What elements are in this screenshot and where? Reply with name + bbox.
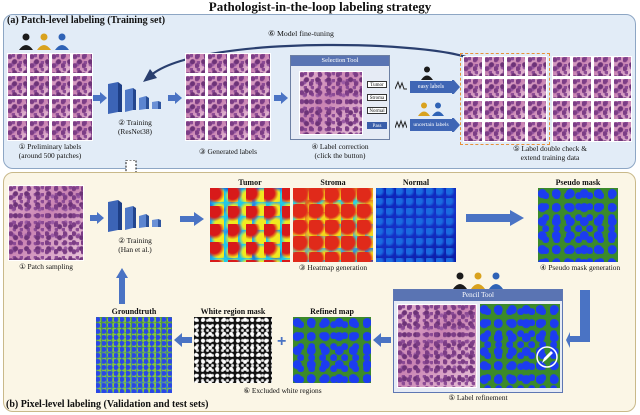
refined-map-image <box>293 317 371 383</box>
preliminary-caption-line1: ① Preliminary labels <box>18 142 82 151</box>
heatmap-tumor-label: Tumor <box>238 178 262 187</box>
panel-a-title: (a) Patch-level labeling (Training set) <box>7 15 166 26</box>
selection-tool-title: Selection Tool <box>291 56 389 66</box>
correction-line1: ④ Label correction <box>311 142 369 151</box>
training-a-line2: (ResNet38) <box>117 126 153 136</box>
sampled-patch <box>8 185 84 261</box>
double-check-highlight <box>460 53 550 145</box>
pseudo-mask-label: Pseudo mask <box>555 178 601 187</box>
arrow-down-left <box>566 290 590 348</box>
uncertain-graph-icon <box>395 119 407 129</box>
refinement-mask <box>480 304 560 388</box>
arrow-right <box>180 212 204 226</box>
preliminary-patches <box>7 53 93 141</box>
stroma-button[interactable]: Stroma <box>367 94 387 101</box>
arrow-right <box>93 92 107 104</box>
doctor-group-b <box>452 272 512 290</box>
heatmap-stroma <box>293 188 373 262</box>
training-b-line1: ② Training <box>118 236 152 245</box>
excluded-caption: ⑥ Excluded white regions <box>243 386 322 395</box>
tumor-button[interactable]: Tumor <box>367 81 387 88</box>
training-b-caption: ② Training (Han et al.) <box>105 236 165 254</box>
heatmap-stroma-label: Stroma <box>320 178 346 187</box>
page-title: Pathologist-in-the-loop labeling strateg… <box>208 0 432 14</box>
arrow-up <box>116 268 128 304</box>
white-mask-label: White region mask <box>200 307 266 316</box>
refined-map-label: Refined map <box>310 307 354 316</box>
pseudo-mask-caption: ④ Pseudo mask generation <box>539 263 621 272</box>
doctor-pair <box>418 102 446 116</box>
training-a-line1: ② Training <box>118 118 152 127</box>
heatmap-normal <box>376 188 456 262</box>
easy-labels-arrow <box>410 80 460 94</box>
pencil-icon[interactable] <box>536 346 558 368</box>
preliminary-caption: ① Preliminary labels (around 500 patches… <box>4 142 96 160</box>
panel-b-title: (b) Pixel-level labeling (Validation and… <box>6 399 209 410</box>
heatmap-tumor <box>210 188 290 262</box>
training-b-line2: (Han et al.) <box>118 244 152 254</box>
plus-sign: + <box>277 333 287 350</box>
heatmap-caption: ③ Heatmap generation <box>298 263 368 272</box>
pencil-tool: Pencil Tool <box>393 289 563 393</box>
arrow-left <box>174 333 192 347</box>
neural-network-icon <box>108 200 161 232</box>
uncertain-labels: uncertain labels <box>413 122 449 128</box>
white-mask-image <box>194 317 272 383</box>
refinement-he-patch <box>397 304 477 388</box>
doctor-icon <box>453 272 503 289</box>
groundtruth-image <box>96 317 172 393</box>
correction-line2: (click the button) <box>314 150 366 160</box>
pass-button[interactable]: Pass <box>367 122 387 129</box>
doctor-icon <box>421 66 433 80</box>
groundtruth-label: Groundtruth <box>111 307 157 316</box>
double-check-line2: extend training data <box>520 152 580 162</box>
doctor-icon <box>418 102 444 116</box>
training-a-caption: ② Training (ResNet38) <box>105 118 165 136</box>
doctor-group-a <box>18 33 78 51</box>
heatmap-normal-label: Normal <box>402 178 430 187</box>
selection-tool: Selection Tool Tumor Stroma Normal Pass <box>290 55 390 140</box>
selection-patch <box>299 71 363 135</box>
pseudo-mask-image <box>538 188 618 262</box>
arrow-right <box>466 210 524 226</box>
arrow-right <box>90 212 104 224</box>
fine-tuning-label: ⑥ Model fine-tuning <box>268 29 334 39</box>
arrow-right <box>168 92 182 104</box>
arrow-right <box>274 92 288 104</box>
generated-patches <box>185 53 271 141</box>
preliminary-caption-line2: (around 500 patches) <box>18 150 82 160</box>
uncertain-labels-arrow <box>410 118 460 132</box>
neural-network-icon <box>108 82 161 114</box>
arrow-left <box>373 333 391 347</box>
doctor-black <box>420 66 440 80</box>
double-check-line1: ⑤ Label double check & <box>513 144 587 153</box>
correction-caption: ④ Label correction (click the button) <box>290 142 390 160</box>
pencil-tool-title: Pencil Tool <box>394 290 562 301</box>
extended-patches <box>552 56 632 142</box>
fine-tuning-arrow <box>143 43 476 82</box>
checked-patches <box>463 56 547 142</box>
normal-button[interactable]: Normal <box>367 107 387 114</box>
refinement-caption: ⑤ Label refinement <box>448 393 508 402</box>
doctor-icon <box>19 33 69 50</box>
generated-caption: ③ Generated labels <box>199 147 257 156</box>
easy-graph-icon <box>395 80 407 90</box>
easy-labels: easy labels <box>417 84 445 90</box>
patch-sampling-caption: ① Patch sampling <box>19 262 73 271</box>
double-check-caption: ⑤ Label double check & extend training d… <box>470 144 630 162</box>
